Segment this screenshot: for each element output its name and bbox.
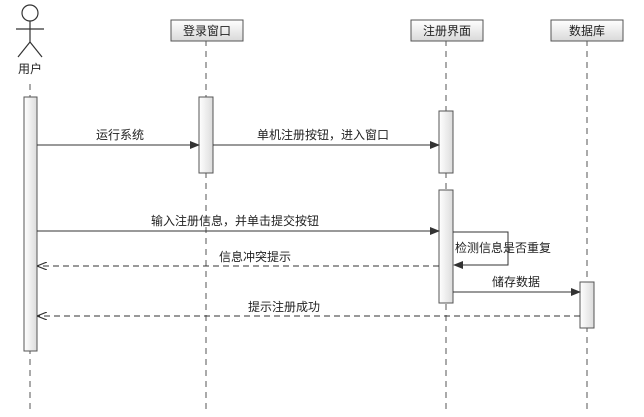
message-check-duplicate: 检测信息是否重复 [453,231,551,269]
message-store-data-label: 储存数据 [492,274,540,289]
actor-user-label: 用户 [18,61,42,76]
message-check-duplicate-label: 检测信息是否重复 [455,240,551,255]
activation-login [198,96,214,174]
activation-register-1 [438,110,454,174]
message-run-system-label: 运行系统 [96,128,144,142]
message-submit-info-label: 输入注册信息，并单击提交按钮 [151,213,319,228]
message-enter-window: 单机注册按钮，进入窗口 [213,127,440,149]
message-run-system: 运行系统 [37,128,200,149]
message-register-success-label: 提示注册成功 [248,299,320,314]
message-store-data: 储存数据 [453,274,581,296]
stick-figure-icon [16,4,44,58]
message-submit-info: 输入注册信息，并单击提交按钮 [37,213,440,235]
message-register-success: 提示注册成功 [38,299,580,316]
activation-user [23,96,38,352]
actor-login: 登录窗口 [170,19,244,42]
actor-db: 数据库 [550,19,624,42]
message-conflict-hint-label: 信息冲突提示 [219,249,291,264]
actor-login-label: 登录窗口 [183,23,231,38]
activation-register-2 [438,189,454,304]
actor-db-label: 数据库 [569,23,605,38]
actor-register: 注册界面 [410,19,484,42]
message-conflict-hint: 信息冲突提示 [38,249,439,266]
activation-db [579,281,595,329]
actor-register-label: 注册界面 [423,23,471,38]
actor-user: 用户 [16,4,44,76]
message-enter-window-label: 单机注册按钮，进入窗口 [257,127,389,142]
